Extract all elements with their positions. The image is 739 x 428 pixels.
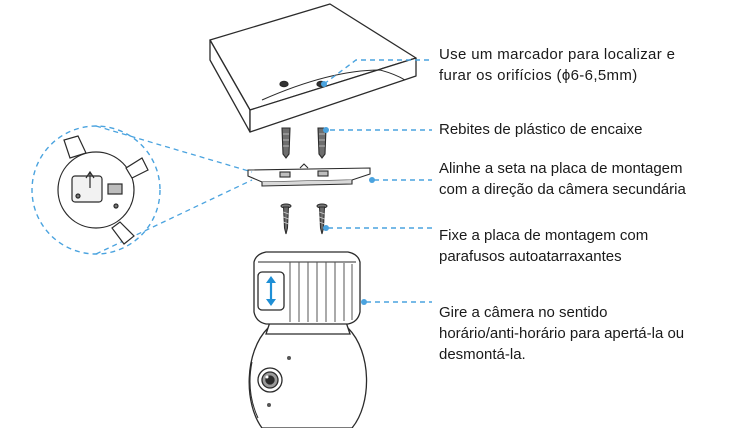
step-label-line: Rebites de plástico de encaixe: [439, 121, 643, 138]
camera-body: [248, 327, 368, 428]
camera: [248, 251, 368, 428]
step-label-align-arrow: Alinhe a seta na placa de montagem com a…: [439, 158, 686, 200]
step-label-rotate-camera: Gire a câmera no sentido horário/anti-ho…: [439, 302, 684, 365]
plastic-anchors: [281, 127, 327, 159]
screws: [280, 203, 328, 235]
plate-detail-zoom: [31, 125, 253, 255]
step-label-line: com a direção da câmera secundária: [439, 181, 686, 198]
step-label-line: Fixe a placa de montagem com: [439, 227, 649, 244]
anchor-right: [317, 127, 327, 159]
leader-line-1: [323, 59, 432, 85]
step-label-fix-plate: Fixe a placa de montagem com parafusos a…: [439, 225, 648, 267]
drill-hole-left: [279, 80, 289, 88]
step-label-line: desmontá-la.: [439, 346, 526, 363]
step-label-line: Alinhe a seta na placa de montagem: [439, 160, 683, 177]
step-label-line: Use um marcador para localizar e: [439, 46, 676, 63]
rotate-arrow-icon: [266, 276, 276, 306]
step-label-line: parafusos autoatarraxantes: [439, 248, 622, 265]
screw-left: [280, 203, 292, 235]
step-label-line: furar os orifícios (ϕ6-6,5mm): [439, 67, 638, 84]
ceiling-block: [209, 3, 417, 133]
step-label-line: horário/anti-horário para apertá-la ou: [439, 325, 685, 342]
mounting-plate: [247, 163, 371, 187]
step-label-line: Gire a câmera no sentido: [439, 304, 608, 321]
leader-lines: [323, 59, 432, 303]
leader-dots: [321, 81, 375, 305]
step-label-plastic-anchors: Rebites de plástico de encaixe: [439, 119, 642, 140]
step-label-drill-holes: Use um marcador para localizar e furar o…: [439, 44, 675, 86]
anchor-left: [281, 127, 291, 159]
